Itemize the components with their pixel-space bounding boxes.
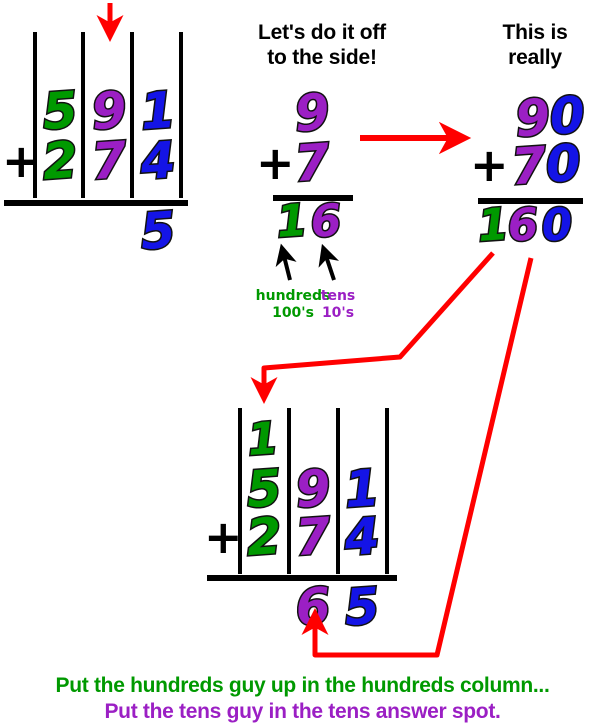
side-sum-tens-digit: 6 [307,193,344,249]
bottom-addend2-tens: 7 [292,505,334,568]
bottom-column-line-4 [385,408,389,574]
top-addend1-tens: 9 [88,79,130,142]
expanded-addend2: 70 [502,132,589,198]
bottom-answer-tens: 6 [292,575,334,638]
top-addend2-hundreds: 2 [39,129,81,192]
caption-line-2: Put the tens guy in the tens answer spot… [104,700,501,723]
bottom-column-line-3 [336,408,340,574]
top-addend2-ones: 4 [137,129,179,192]
top-addend1-hundreds: 5 [39,79,81,142]
bottom-addend2-hundreds: 2 [243,505,285,568]
top-operator: + [2,134,41,188]
column-line-1 [33,32,37,198]
heading-right: This is really [502,21,568,69]
expanded-addend2-ones-digit: 0 [542,132,584,195]
label-tens-short: 10's [321,305,355,321]
side-sum-hundreds-digit: 1 [273,193,310,249]
expanded-sum-bar [478,198,583,204]
label-tens-word: tens [320,288,356,304]
side-operator: + [256,136,295,190]
bottom-answer-ones: 5 [341,575,383,638]
black-arrow-hundreds [275,243,297,281]
column-line-3 [130,32,134,198]
side-addend1: 9 [291,81,333,144]
top-addend1-ones: 1 [137,79,179,142]
black-arrow-tens [318,243,340,281]
bottom-column-line-1 [238,408,242,574]
bottom-column-line-2 [287,408,291,574]
top-addend2-tens: 7 [88,129,130,192]
expanded-operator: + [470,138,509,192]
bottom-addend2-ones: 4 [341,505,383,568]
column-line-4 [179,32,183,198]
top-sum-bar [4,200,188,206]
bottom-operator: + [204,510,243,564]
top-answer-ones: 5 [137,199,179,262]
bottom-sum-bar [207,575,397,581]
expanded-sum-ones-digit: 0 [538,197,575,253]
side-sum-bar [273,195,353,201]
expanded-sum-tens-digit: 6 [504,197,541,253]
expanded-addend2-tens-digit: 7 [508,135,550,198]
heading-middle: Let's do it off to the side! [258,21,386,69]
column-line-2 [81,32,85,198]
bottom-carry-digit: 1 [244,411,281,467]
caption-line-1: Put the hundreds guy up in the hundreds … [55,674,550,697]
side-addend2: 7 [291,131,333,194]
